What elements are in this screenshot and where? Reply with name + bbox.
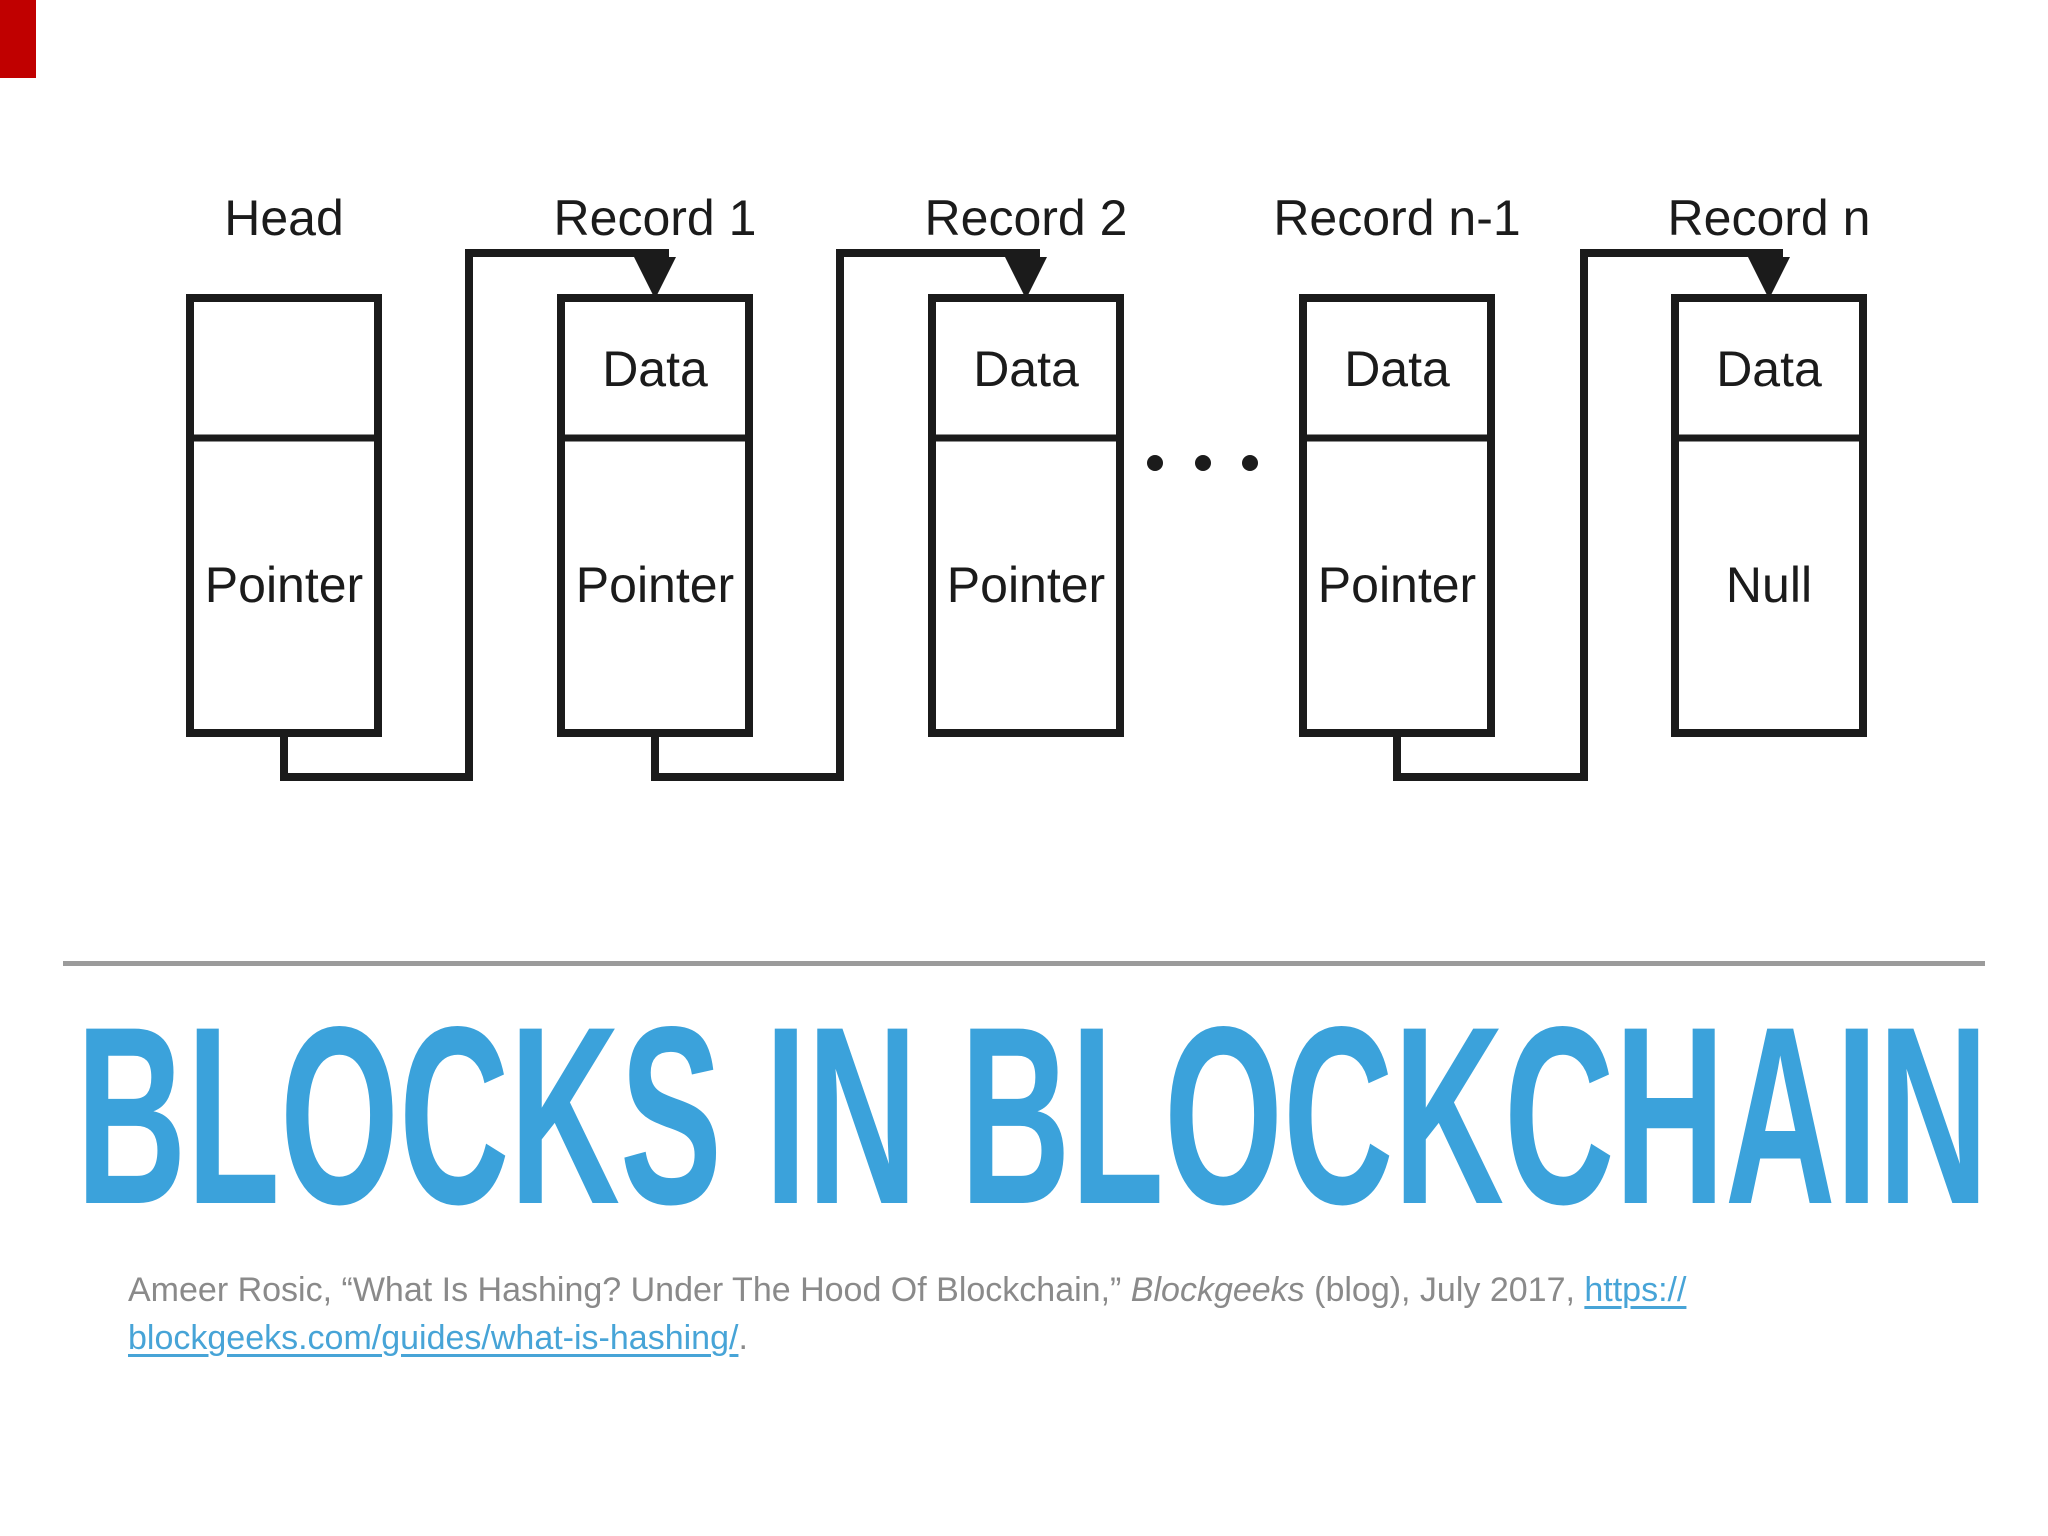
citation-source: Blockgeeks	[1130, 1271, 1305, 1309]
citation-suffix: .	[738, 1319, 748, 1357]
citation: Ameer Rosic, “What Is Hashing? Under The…	[128, 1266, 1888, 1362]
node-record-n: Data Null	[1671, 294, 1867, 737]
node-label-record-n: Record n	[1668, 190, 1871, 246]
cell-record1-data: Data	[602, 341, 708, 397]
cell-head-pointer: Pointer	[205, 557, 363, 613]
citation-link-url[interactable]: blockgeeks.com/guides/what-is-hashing/	[128, 1319, 739, 1357]
node-head: Pointer	[186, 294, 382, 737]
linked-list-diagram: Head Record 1 Record 2 Record n-1 Record…	[186, 190, 1871, 781]
node-label-record-n-1: Record n-1	[1273, 190, 1520, 246]
node-label-head: Head	[224, 190, 344, 246]
cell-recordn-null: Null	[1726, 557, 1812, 613]
arrow-recordn1-to-recordn	[1393, 249, 1790, 781]
cell-record1-pointer: Pointer	[576, 557, 734, 613]
title-layer: BLOCKS IN BLOCKCHAIN	[76, 974, 1989, 1257]
arrow-record1-to-record2	[651, 249, 1047, 781]
citation-middle: (blog), July 2017,	[1304, 1271, 1585, 1309]
cell-recordn1-pointer: Pointer	[1318, 557, 1476, 613]
node-record-n-1: Data Pointer	[1299, 294, 1495, 737]
cell-recordn1-data: Data	[1344, 341, 1450, 397]
node-label-record-2: Record 2	[925, 190, 1128, 246]
citation-link-scheme[interactable]: https://	[1584, 1271, 1687, 1309]
recording-corner-marker	[0, 0, 36, 78]
arrow-head-to-record1	[280, 249, 676, 781]
cell-record2-data: Data	[973, 341, 1079, 397]
cell-record2-pointer: Pointer	[947, 557, 1105, 613]
divider-rule	[63, 961, 1985, 966]
node-record-1: Data Pointer	[557, 294, 753, 737]
cell-recordn-data: Data	[1716, 341, 1822, 397]
node-label-record-1: Record 1	[554, 190, 757, 246]
node-record-2: Data Pointer	[928, 294, 1124, 737]
citation-prefix: Ameer Rosic, “What Is Hashing? Under The…	[128, 1271, 1131, 1309]
page-title: BLOCKS IN BLOCKCHAIN	[76, 974, 1989, 1257]
ellipsis-dots	[1147, 455, 1258, 471]
